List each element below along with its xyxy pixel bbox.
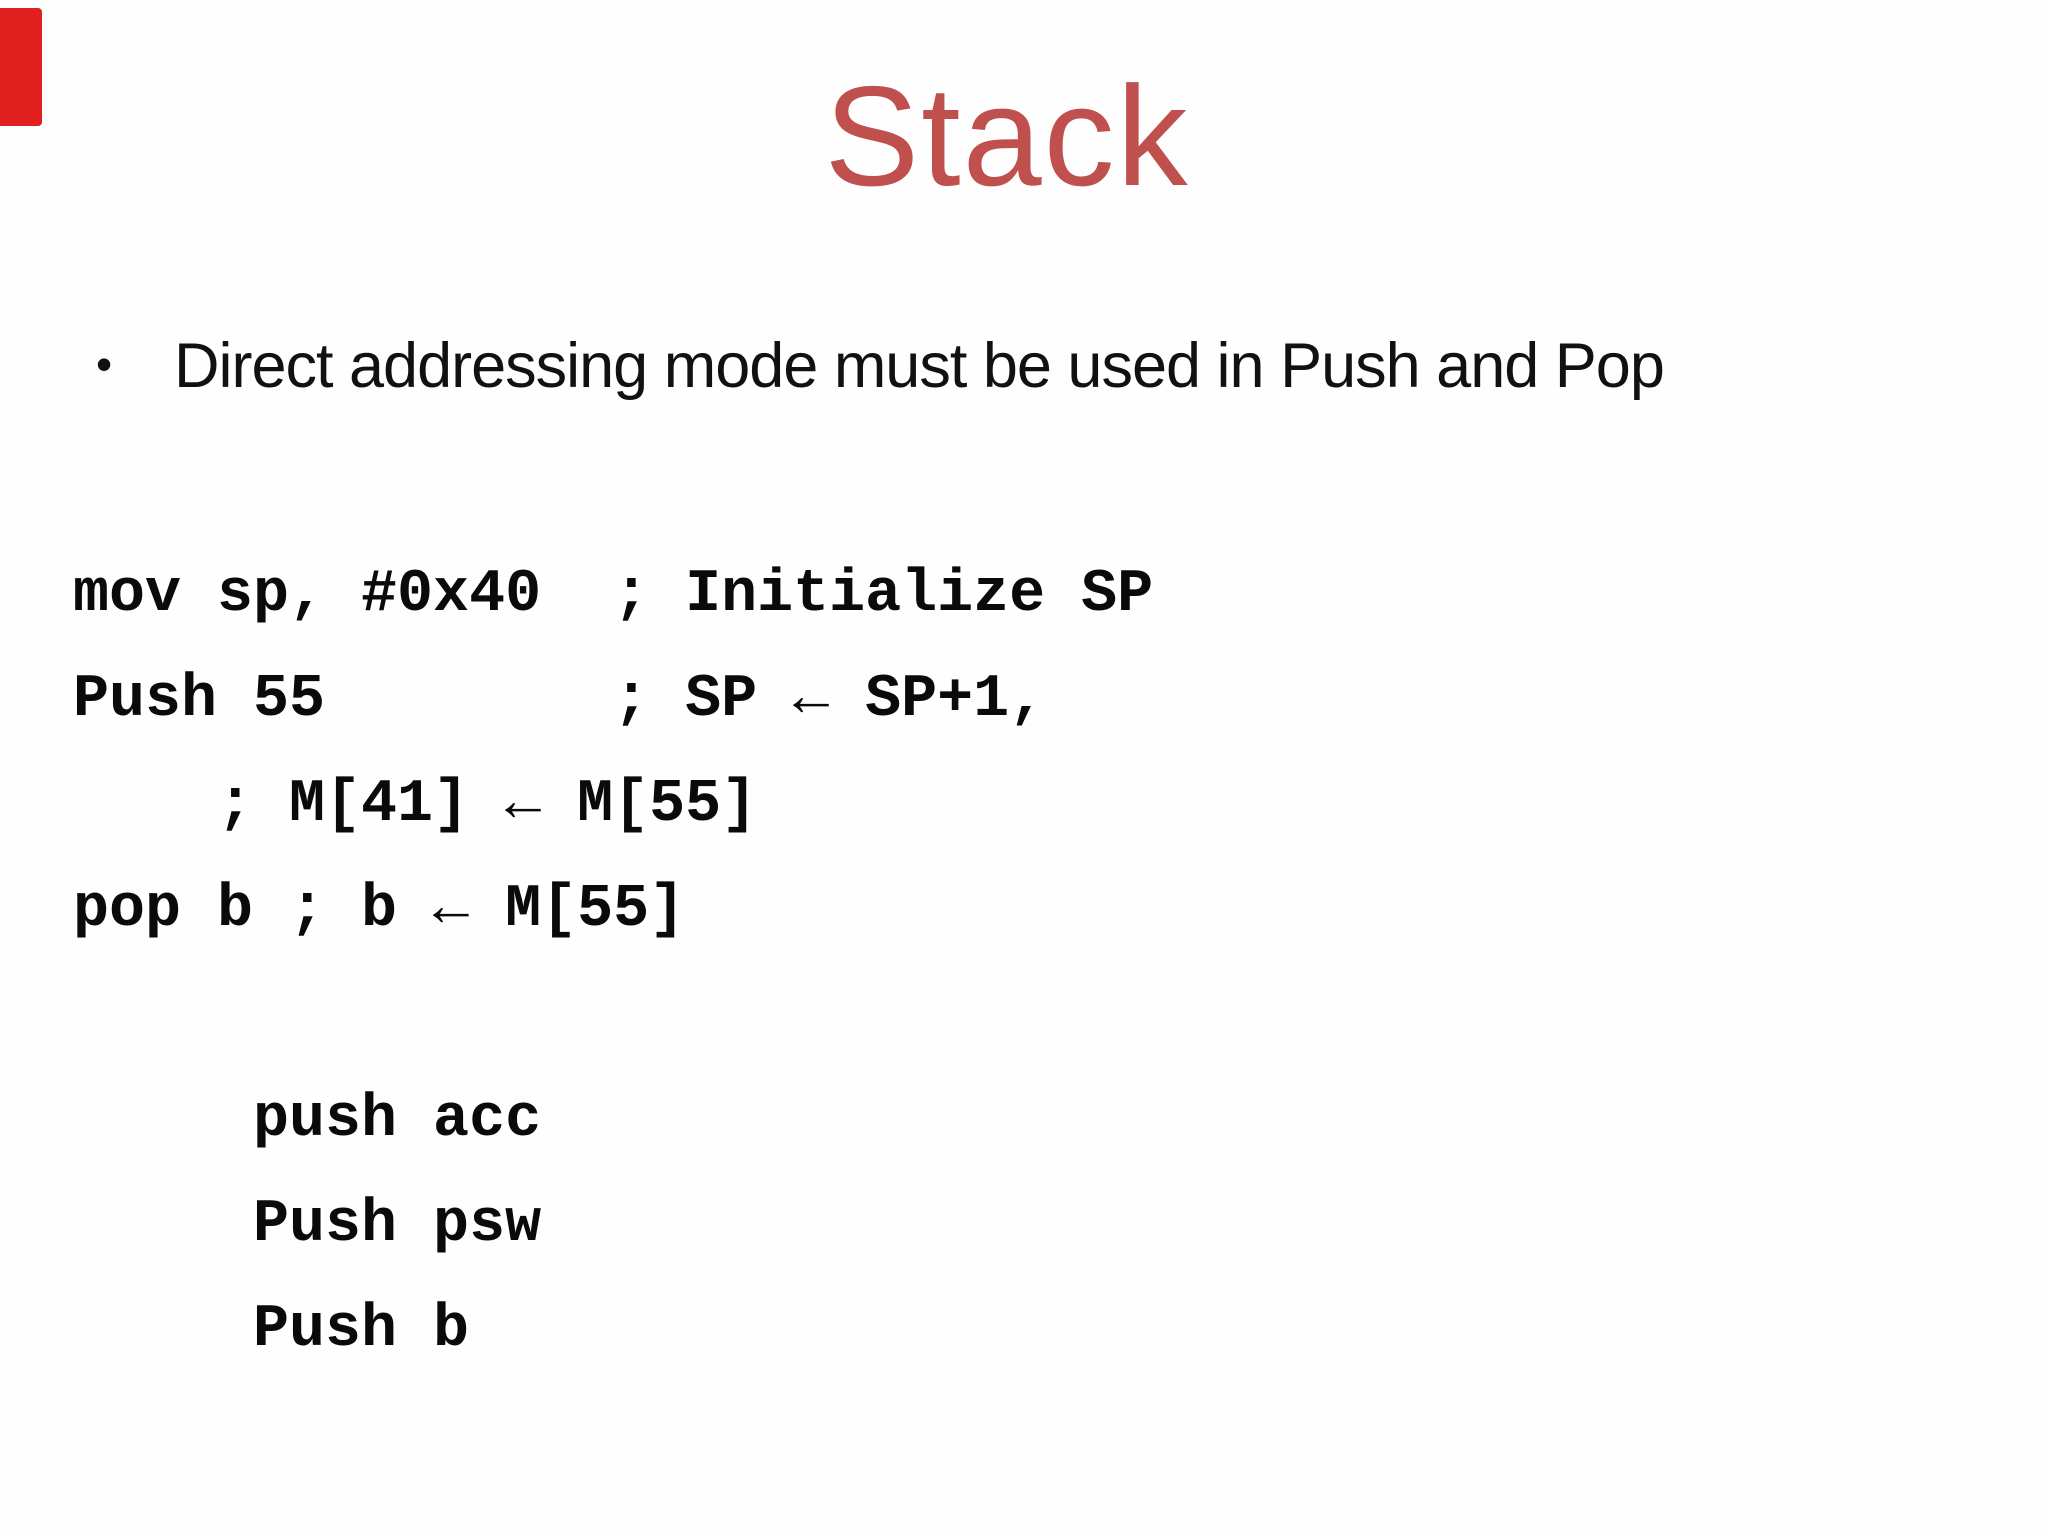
bullet-item: • Direct addressing mode must be used in… <box>96 328 1896 404</box>
bullet-text: Direct addressing mode must be used in P… <box>174 331 1665 401</box>
slide-title: Stack <box>824 57 1190 216</box>
assembly-code-block: mov sp, #0x40 ; Initialize SP Push 55 ; … <box>73 561 1154 1364</box>
red-corner-shape <box>0 8 42 126</box>
bullet-marker: • <box>96 338 113 390</box>
